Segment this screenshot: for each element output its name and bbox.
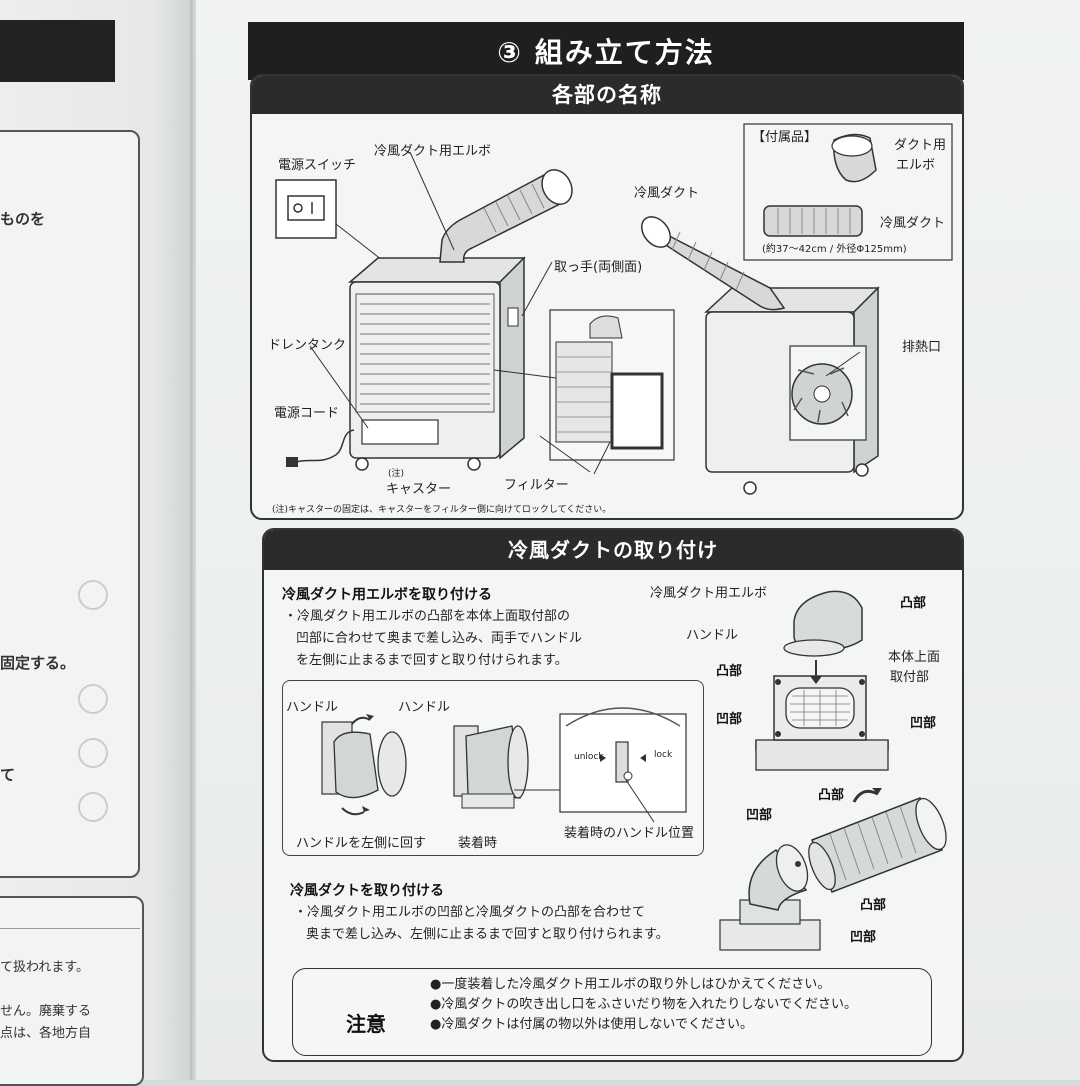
- top-mount-label-2: 取付部: [890, 670, 930, 685]
- caution-item-1: ●一度装着した冷風ダクト用エルボの取り外しはひかえてください。: [430, 977, 831, 992]
- parts-section-title: 各部の名称: [252, 76, 962, 114]
- accessory-box: [743, 123, 953, 261]
- label-power-switch: 電源スイッチ: [278, 158, 357, 173]
- step1-line-2: 凹部に合わせて奥まで差し込み、両手でハンドル: [296, 631, 583, 646]
- label-duct: 冷風ダクト: [634, 186, 700, 201]
- d2-concave-label-2: 凹部: [850, 930, 877, 945]
- leader-lines: [309, 151, 861, 475]
- left-page-text-4: て扱われます。: [0, 960, 90, 975]
- left-page-text-6: 点は、各地方自: [0, 1026, 92, 1041]
- caution-box: [292, 968, 932, 1056]
- caution-item-3: ●冷風ダクトは付属の物以外は使用しないでください。: [430, 1017, 753, 1032]
- label-caster: キャスター: [386, 482, 452, 497]
- air-cooler-front: [286, 169, 573, 471]
- page-gutter: [190, 0, 198, 1080]
- left-page-text-3: て: [0, 766, 16, 784]
- label-handle-sides: 取っ手(両側面): [554, 260, 643, 275]
- concave-label-2: 凹部: [910, 716, 937, 731]
- step1-title: 冷風ダクト用エルボを取り付ける: [282, 587, 492, 603]
- step1-line-1: ・冷風ダクト用エルボの凸部を本体上面取付部の: [284, 609, 571, 624]
- elbow-mount-diagram: [755, 590, 889, 771]
- elbow-side-view-2: [453, 725, 582, 809]
- handle-diagram: [321, 707, 687, 823]
- left-page-box: [0, 130, 140, 878]
- page-title: ③ 組み立て方法: [248, 22, 964, 80]
- left-page-text-5: せん。廃棄する: [0, 1004, 92, 1019]
- power-switch-inset: [275, 179, 383, 261]
- diagram-elbow-label: 冷風ダクト用エルボ: [650, 586, 768, 601]
- parts-illustration: [275, 123, 953, 495]
- label-power-cord: 電源コード: [274, 406, 340, 421]
- duct-attach-diagram: [719, 788, 947, 951]
- air-cooler-back: [640, 216, 880, 495]
- step2-line-2: 奥まで差し込み、左側に止まるまで回すと取り付けられます。: [306, 927, 669, 942]
- left-page-title-bar: [0, 20, 115, 82]
- label-filter: フィルター: [504, 478, 569, 493]
- elbow-side-view-1: [321, 714, 407, 816]
- divider: [0, 928, 140, 929]
- handle-label-1: ハンドル: [286, 700, 339, 715]
- caster-note: (注)キャスターの固定は、キャスターをフィルター側に向けてロックしてください。: [272, 505, 612, 515]
- label-drain-tank: ドレンタンク: [268, 338, 347, 353]
- accessory-elbow-line2: エルボ: [896, 158, 936, 173]
- accessories-title: 【付属品】: [752, 130, 818, 145]
- caption-attached: 装着時: [458, 836, 498, 851]
- caption-turn-left: ハンドルを左側に回す: [296, 836, 427, 851]
- convex-label-1: 凸部: [900, 596, 927, 611]
- left-page-text-2: 固定する。: [0, 654, 76, 672]
- filter-inset: [493, 309, 675, 461]
- handle-label-2: ハンドル: [398, 700, 451, 715]
- label-exhaust: 排熱口: [902, 340, 942, 355]
- mounting-section-title: 冷風ダクトの取り付け: [264, 530, 962, 570]
- step2-line-1: ・冷風ダクト用エルボの凹部と冷風ダクトの凸部を合わせて: [294, 905, 646, 920]
- left-page: ものを 固定する。 て て扱われます。 せん。廃棄する 点は、各地方自: [0, 0, 192, 1086]
- top-mount-label-1: 本体上面: [888, 650, 941, 665]
- prohibit-icon: [78, 684, 108, 714]
- convex-label-2: 凸部: [716, 664, 743, 679]
- caution-label: 注意: [346, 1012, 386, 1036]
- prohibit-icon: [78, 738, 108, 768]
- handle-position-inset: [559, 707, 687, 823]
- lock-label: lock: [654, 750, 673, 760]
- unlock-label: unlock: [574, 752, 604, 762]
- accessory-duct-size: (約37～42cm / 外径Φ125mm): [762, 244, 907, 255]
- diagram-handle-label: ハンドル: [686, 628, 739, 643]
- d2-concave-label: 凹部: [746, 808, 773, 823]
- accessory-elbow-line1: ダクト用: [894, 138, 947, 153]
- prohibit-icon: [78, 792, 108, 822]
- caption-handle-position: 装着時のハンドル位置: [564, 826, 695, 841]
- accessory-duct: 冷風ダクト: [880, 216, 946, 231]
- d2-convex-label: 凸部: [818, 788, 845, 803]
- d2-convex-label-2: 凸部: [860, 898, 887, 913]
- label-elbow: 冷風ダクト用エルボ: [374, 144, 492, 159]
- label-caster-note-mark: (注): [388, 469, 405, 479]
- prohibit-icon: [78, 580, 108, 610]
- step1-line-3: を左側に止まるまで回すと取り付けられます。: [296, 653, 568, 668]
- step2-title: 冷風ダクトを取り付ける: [290, 883, 444, 899]
- left-page-box-2: [0, 896, 144, 1086]
- left-page-text-1: ものを: [0, 210, 46, 228]
- caution-item-2: ●冷風ダクトの吹き出し口をふさいだり物を入れたりしないでください。: [430, 997, 857, 1012]
- concave-label-1: 凹部: [716, 712, 743, 727]
